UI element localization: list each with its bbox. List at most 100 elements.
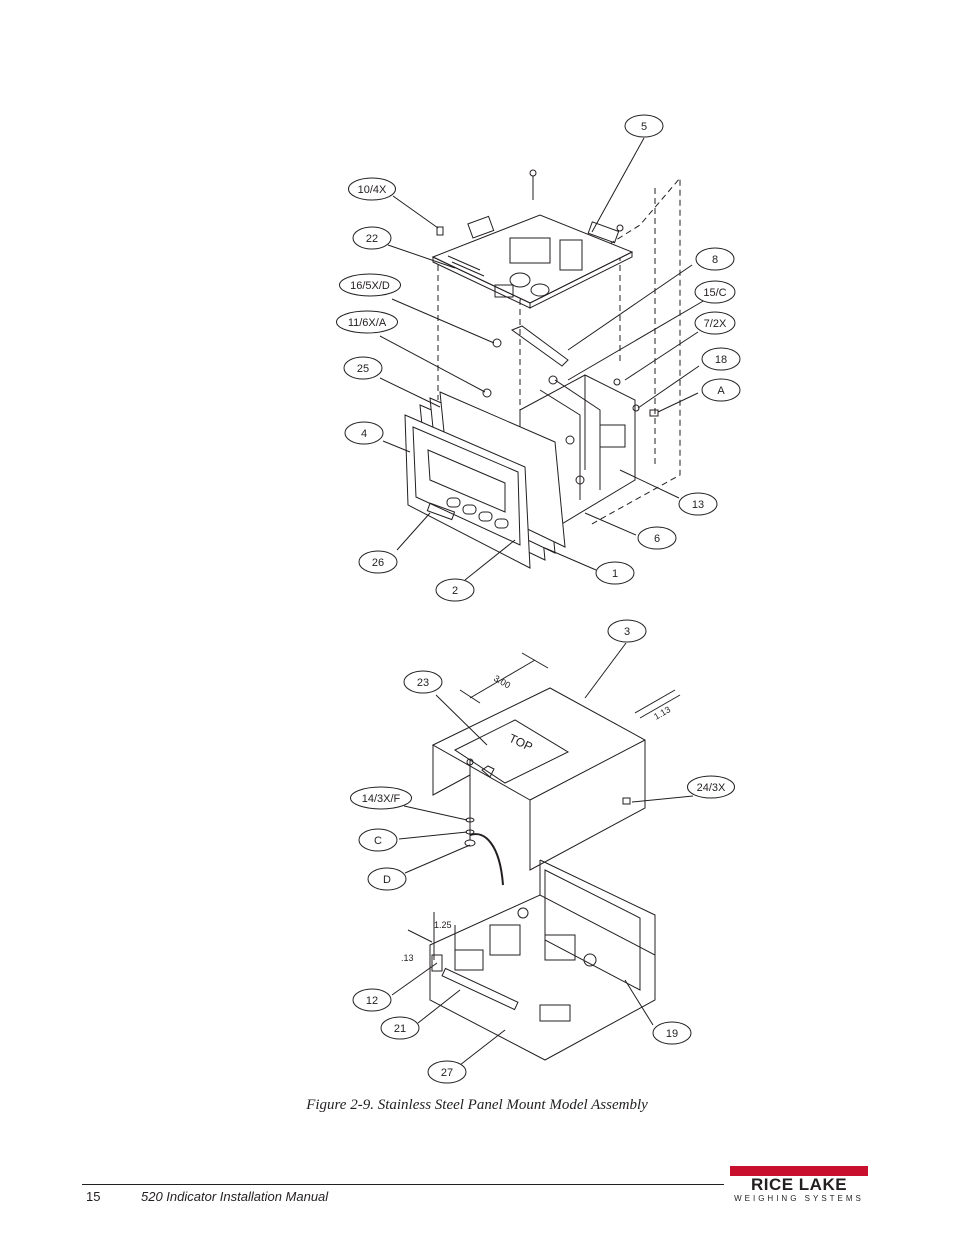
callout-bubble (403, 670, 443, 694)
callout-top-8: 25 (343, 356, 383, 380)
base-assembly (407, 859, 656, 1061)
bracket (510, 325, 569, 367)
callout-label: 13 (692, 499, 704, 511)
callout-label: C (374, 835, 382, 847)
callout-bubble (336, 310, 398, 334)
footer-rule (82, 1184, 724, 1185)
bottom-leaders (391, 642, 694, 1066)
cover-dimensions (459, 652, 681, 719)
callout-top-10: A (701, 378, 741, 402)
callout-bubble (435, 578, 475, 602)
callout-top-11: 4 (344, 421, 384, 445)
top-leaders (379, 137, 706, 581)
callout-bottom-9: 27 (427, 1060, 467, 1084)
callout-label: 12 (366, 995, 378, 1007)
callout-label: 16/5X/D (350, 280, 390, 292)
callout-bubble (701, 347, 741, 371)
dimension-label-3: 1.25 (434, 920, 452, 930)
callout-bubble (595, 561, 635, 585)
callout-label: 2 (452, 585, 458, 597)
callout-bubble (637, 526, 677, 550)
callout-bubble (339, 273, 401, 297)
callout-bubble (624, 114, 664, 138)
callout-label: 6 (654, 533, 660, 545)
callout-label: 18 (715, 354, 727, 366)
callout-top-0: 5 (624, 114, 664, 138)
logo-wordmark: RICE LAKE (750, 1175, 848, 1194)
callout-bubble (352, 226, 392, 250)
callout-top-7: 7/2X (694, 311, 736, 335)
callout-bottom-0: 3 (607, 619, 647, 643)
callout-bubble (380, 1016, 420, 1040)
callout-label: 15/C (703, 287, 726, 299)
enclosure-outline (437, 176, 681, 526)
callout-label: 23 (417, 677, 429, 689)
dimension-label-4: .13 (401, 953, 414, 963)
callout-bubble (678, 492, 718, 516)
callout-bubble (343, 356, 383, 380)
callout-top-5: 15/C (694, 280, 736, 304)
front-panel (404, 414, 531, 569)
logo-red-bar (730, 1166, 868, 1176)
callout-bubble (344, 421, 384, 445)
callout-label: 3 (624, 626, 630, 638)
callout-bottom-4: C (358, 828, 398, 852)
callout-bubble (694, 311, 736, 335)
cover (431, 687, 646, 871)
callout-top-1: 10/4X (348, 177, 396, 201)
callout-bottom-6: 12 (352, 988, 392, 1012)
manual-title: 520 Indicator Installation Manual (141, 1189, 329, 1204)
callout-bubble (367, 867, 407, 891)
logo-tagline: WEIGHING SYSTEMS (734, 1194, 864, 1203)
callout-bottom-7: 21 (380, 1016, 420, 1040)
callout-top-2: 22 (352, 226, 392, 250)
callout-bubble (352, 988, 392, 1012)
callout-label: 19 (666, 1028, 678, 1040)
callout-label: 21 (394, 1023, 406, 1035)
cpu-board (431, 169, 634, 309)
callout-top-14: 26 (358, 550, 398, 574)
hardware-stack (464, 760, 476, 847)
callout-label: A (717, 385, 725, 397)
page-number: 15 (86, 1189, 101, 1204)
callout-label: 11/6X/A (348, 317, 387, 329)
callout-label: 14/3X/F (362, 793, 401, 805)
callout-bubble (350, 786, 412, 810)
callout-bubble (607, 619, 647, 643)
callout-label: 5 (641, 121, 647, 133)
dimension-label-2: 1.13 (652, 704, 672, 721)
callout-top-9: 18 (701, 347, 741, 371)
callout-bottom-5: D (367, 867, 407, 891)
callout-bottom-1: 23 (403, 670, 443, 694)
callout-top-6: 11/6X/A (336, 310, 398, 334)
callout-bubble (694, 280, 736, 304)
cable (469, 833, 504, 886)
callout-top-16: 2 (435, 578, 475, 602)
callout-bubble (348, 177, 396, 201)
callout-bubble (358, 550, 398, 574)
callout-label: 24/3X (697, 782, 726, 794)
callout-label: 1 (612, 568, 618, 580)
callout-bubble (652, 1021, 692, 1045)
callout-label: 4 (361, 428, 367, 440)
figure-caption: Figure 2-9. Stainless Steel Panel Mount … (306, 1097, 648, 1113)
callout-top-3: 8 (695, 247, 735, 271)
callout-bottom-8: 19 (652, 1021, 692, 1045)
callout-label: 26 (372, 557, 384, 569)
callout-top-4: 16/5X/D (339, 273, 401, 297)
callout-bubble (358, 828, 398, 852)
callout-bubble (701, 378, 741, 402)
callout-label: 8 (712, 254, 718, 266)
callout-bubble (427, 1060, 467, 1084)
callout-label: 25 (357, 363, 369, 375)
callout-label: 22 (366, 233, 378, 245)
callout-label: 27 (441, 1067, 453, 1079)
callout-bubble (687, 775, 735, 799)
callout-label: 7/2X (704, 318, 727, 330)
callout-bottom-3: 14/3X/F (350, 786, 412, 810)
callout-top-13: 6 (637, 526, 677, 550)
callout-top-12: 13 (678, 492, 718, 516)
callout-label: D (383, 874, 391, 886)
callout-label: 10/4X (358, 184, 387, 196)
